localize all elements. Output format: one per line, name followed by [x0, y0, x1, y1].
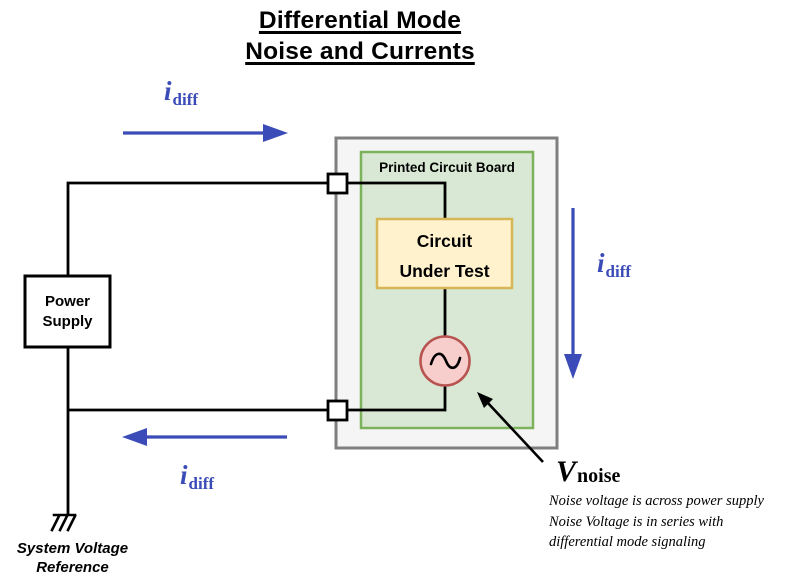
- right-current-arrow-down: [564, 208, 582, 379]
- current-subscript: diff: [605, 262, 632, 281]
- power-supply-line-1: Power: [44, 292, 90, 310]
- system-voltage-reference-label: System Voltage Reference: [0, 539, 145, 577]
- power-supply-label: Power Supply: [25, 276, 110, 347]
- voltage-subscript: noise: [577, 465, 621, 487]
- circuit-under-test-label: Circuit Under Test: [377, 226, 512, 286]
- current-subscript: diff: [188, 474, 215, 493]
- chassis-ground-icon: [50, 513, 77, 532]
- noise-note-line-3: differential mode signaling: [549, 534, 706, 550]
- bottom-return-wire: [68, 384, 447, 412]
- vnoise-annotation-arrow: [477, 392, 544, 463]
- bottom-edge-connector: [326, 399, 349, 422]
- power-supply-box: [23, 274, 112, 349]
- cut-line-2: Under Test: [399, 261, 490, 281]
- top-current-arrow-right: [123, 124, 288, 142]
- noise-note: Noise voltage is across power supply Noi…: [549, 491, 797, 553]
- ground-label-line-1: System Voltage: [16, 540, 129, 557]
- current-symbol: i: [164, 76, 172, 106]
- idiff-label-right: idiff: [597, 249, 631, 282]
- top-supply-wire: [66, 181, 447, 277]
- ground-label-line-2: Reference: [36, 559, 109, 576]
- voltage-symbol: V: [556, 455, 577, 488]
- title-line-2: Noise and Currents: [245, 38, 475, 65]
- title-line-1: Differential Mode: [258, 7, 462, 34]
- cut-line-1: Circuit: [416, 231, 473, 251]
- noise-note-line-2: Noise Voltage is in series with: [549, 513, 724, 530]
- top-edge-connector: [326, 172, 349, 195]
- idiff-label-bottom: idiff: [180, 461, 214, 494]
- pcb-label: Printed Circuit Board: [379, 160, 515, 175]
- power-supply-line-2: Supply: [42, 312, 93, 330]
- current-symbol: i: [180, 460, 188, 490]
- current-symbol: i: [597, 248, 605, 278]
- current-subscript: diff: [172, 90, 199, 109]
- idiff-label-top: idiff: [164, 77, 198, 110]
- circuit-under-test-box: [375, 217, 514, 290]
- noise-note-line-1: Noise voltage is across power supply: [549, 493, 764, 509]
- diagram-title: Differential Mode Noise and Currents: [140, 5, 580, 67]
- vnoise-label: Vnoise: [556, 455, 620, 494]
- bottom-current-arrow-left: [122, 428, 287, 446]
- sine-wave-icon: [429, 352, 462, 370]
